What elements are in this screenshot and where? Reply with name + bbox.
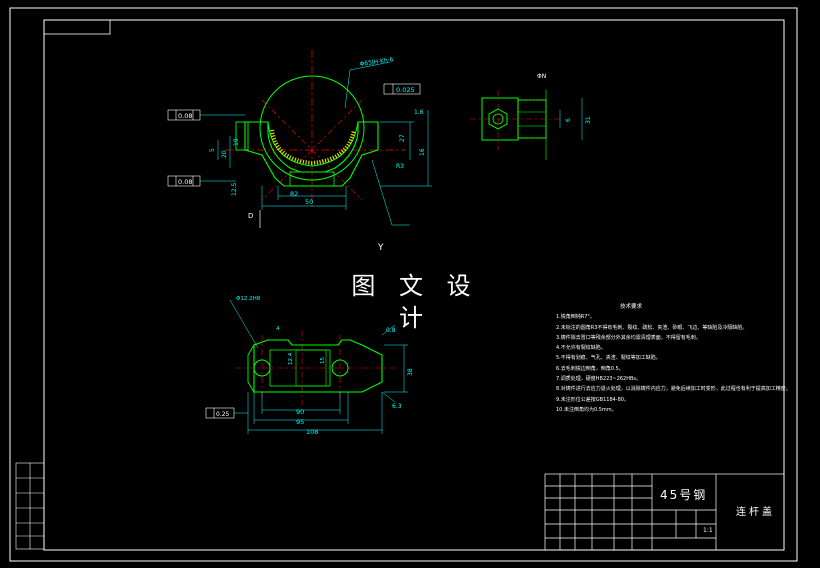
dim-38: 38 bbox=[407, 368, 414, 376]
dim-12-5: 12.5 bbox=[231, 182, 238, 196]
dim-90: 90 bbox=[296, 408, 304, 416]
dim-roughness-bottom: 0.8 bbox=[386, 327, 396, 334]
tech-req-item: 2.未标注的圆角R3不得有毛刺、裂纹、疏松、夹渣、砂眼、飞边、等缺陷及冷隔缺陷。 bbox=[556, 324, 748, 331]
tech-req-item: 9.未注形位公差按GB1184-80。 bbox=[556, 396, 629, 403]
gdt-top-right bbox=[383, 83, 421, 95]
bore-circle bbox=[259, 75, 365, 181]
inner-border bbox=[43, 19, 785, 551]
top-view: 0.08 0.08 D Φ65JH·Kh·6 0.025 1.6 27 16 R… bbox=[167, 50, 432, 228]
y-axis-marker: Y bbox=[377, 243, 384, 253]
bottom-outline bbox=[253, 339, 383, 393]
dim-108: 108 bbox=[306, 428, 318, 436]
dim-95: 95 bbox=[296, 418, 304, 426]
bottom-view: 0.25 Φ12.2H8 90 95 108 0.8 6.3 38 12.4 4… bbox=[205, 296, 414, 436]
dim-roughness-top: 1.6 bbox=[414, 109, 424, 116]
gdt-top-left: 0.08 bbox=[167, 109, 245, 121]
dim-4: 4 bbox=[276, 326, 280, 332]
side-view-label: ΦN bbox=[537, 73, 546, 80]
scale-label: 1:1 bbox=[703, 527, 713, 534]
tech-req-item: 3.铸件除去冒口等残余部分外其余均需清理表面，不得留有毛刺。 bbox=[556, 334, 701, 341]
dim-16: 16 bbox=[419, 148, 426, 156]
tech-req-title: 技术要求 bbox=[619, 304, 642, 310]
tech-req-item: 1.锐角倒钝R7°。 bbox=[556, 314, 595, 321]
tech-req-item: 10.未注倒角均为0.5mm。 bbox=[556, 406, 617, 413]
side-view: ΦN 6 31 bbox=[470, 73, 592, 160]
tech-req-item: 8.对铸件进行去应力退火处理，以消除铸件内应力，避免后续加工时变形，此过程也有利… bbox=[556, 386, 791, 393]
gdt-bottom-left-value: 0.25 bbox=[216, 411, 230, 418]
dim-27: 27 bbox=[399, 134, 406, 142]
dim-bottom-bore: Φ12.2H8 bbox=[236, 296, 261, 302]
dim-20: 20 bbox=[221, 150, 228, 158]
gdt-bottom-left: 0.25 bbox=[205, 407, 248, 419]
dim-side-6: 6 bbox=[565, 118, 572, 122]
dim-82: 82 bbox=[290, 190, 298, 198]
left-side-strip bbox=[15, 462, 45, 550]
dim-flatness: 0.025 bbox=[396, 86, 415, 94]
material-label: 45号钢 bbox=[660, 488, 708, 502]
outer-border bbox=[9, 7, 798, 562]
dim-5: 5 bbox=[209, 148, 216, 152]
gdt-top-left-value: 0.08 bbox=[178, 112, 192, 120]
tech-req-item: 6.去毛刺锐边倒角，倒角0.5。 bbox=[556, 365, 624, 372]
title-block bbox=[544, 473, 785, 551]
cap-outline bbox=[244, 121, 379, 187]
dim-50: 50 bbox=[305, 198, 313, 206]
nut-hexagon bbox=[488, 108, 508, 130]
dim-12-4: 12.4 bbox=[288, 352, 294, 365]
dim-side-31: 31 bbox=[585, 116, 592, 124]
dim-15: 15 bbox=[320, 357, 326, 364]
dim-bore: Φ65JH·Kh·6 bbox=[359, 56, 394, 68]
tech-req-item: 5.不得有划痕、气孔、夹渣、裂纹等加工缺陷。 bbox=[556, 355, 661, 362]
dim-r3: R3 bbox=[396, 163, 404, 170]
svg-text:D: D bbox=[248, 212, 253, 220]
gdt-mid-left: 0.08 bbox=[167, 175, 236, 187]
tech-req-item: 7.调质处理，硬度HB223~262HBs。 bbox=[556, 376, 642, 383]
gdt-mid-left-value: 0.08 bbox=[178, 178, 192, 186]
part-name-label: 连杆盖 bbox=[736, 507, 775, 518]
dim-19: 19 bbox=[233, 138, 240, 146]
bolt-hole-right bbox=[331, 359, 349, 377]
tech-req-item: 4.不允许有裂纹缺陷。 bbox=[556, 345, 606, 352]
dim-6-3: 6.3 bbox=[392, 403, 402, 410]
drawing-number-box bbox=[43, 19, 111, 35]
watermark-text: 图 文 设 计 bbox=[351, 272, 479, 332]
technical-requirements: 技术要求 1.锐角倒钝R7°。 2.未标注的圆角R3不得有毛刺、裂纹、疏松、夹渣… bbox=[556, 302, 791, 442]
